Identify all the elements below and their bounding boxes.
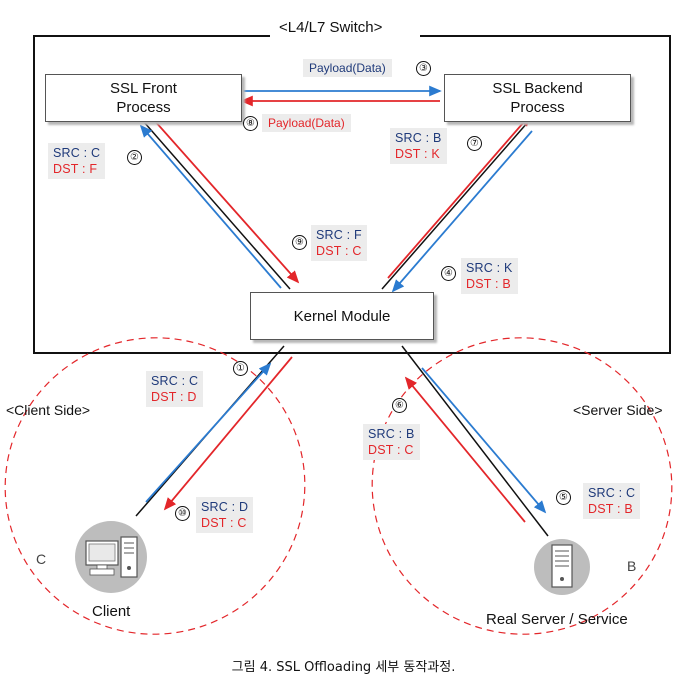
arrow-step7: [387, 113, 532, 279]
step-5-marker: ⑤: [556, 490, 571, 505]
tag-step7: SRC : B DST : K: [390, 128, 447, 164]
step-4-marker: ④: [441, 266, 456, 281]
tag-step1: SRC : C DST : D: [146, 371, 204, 407]
payload-blue-label: Payload(Data): [303, 59, 392, 77]
client-computer-icon: [75, 521, 147, 593]
front-process-line1: SSL Front: [110, 80, 177, 97]
tag-step7-dst: DST : K: [395, 147, 440, 161]
server-label: Real Server / Service: [486, 611, 628, 628]
tag-step9-src: SRC : F: [316, 228, 362, 242]
tag-step4-dst: DST : B: [466, 277, 511, 291]
client-letter: C: [36, 551, 47, 567]
step-10-marker: ⑩: [175, 506, 190, 521]
backend-process-line1: SSL Backend: [492, 80, 583, 97]
step-9-marker: ⑨: [292, 235, 307, 250]
step-3-marker: ③: [416, 61, 431, 76]
link-kernel-backend: [381, 121, 529, 290]
tag-step9-dst: DST : C: [316, 244, 362, 258]
tag-step1-src: SRC : C: [151, 374, 199, 388]
arrow-step9: [153, 119, 300, 284]
server-side-ellipse: [371, 337, 673, 635]
tag-step5: SRC : C DST : B: [583, 483, 641, 519]
kernel-module-label: Kernel Module: [293, 307, 391, 325]
kernel-module-box: Kernel Module: [250, 292, 434, 340]
tag-step2-dst: DST : F: [53, 162, 98, 176]
tag-step6: SRC : B DST : C: [363, 424, 420, 460]
front-process-line2: Process: [116, 99, 171, 116]
client-label: Client: [92, 603, 131, 620]
server-letter: B: [627, 558, 637, 574]
tag-step2: SRC : C DST : F: [48, 143, 106, 179]
arrow-step1: [145, 362, 272, 503]
step-1-marker: ①: [233, 361, 248, 376]
tag-step5-dst: DST : B: [588, 502, 633, 516]
arrow-step6: [404, 376, 526, 523]
switch-title: <L4/L7 Switch>: [279, 19, 383, 36]
link-front-kernel: [143, 121, 291, 290]
step-6-marker: ⑥: [392, 398, 407, 413]
arrow-step2: [139, 124, 282, 289]
tag-step6-src: SRC : B: [368, 427, 415, 441]
tag-step7-src: SRC : B: [395, 131, 442, 145]
tag-step4-src: SRC : K: [466, 261, 513, 275]
arrow-step5: [421, 367, 547, 514]
tag-step4: SRC : K DST : B: [461, 258, 518, 294]
tag-step1-dst: DST : D: [151, 390, 197, 404]
server-side-label: <Server Side>: [573, 402, 663, 418]
client-side-label: <Client Side>: [6, 402, 91, 418]
tag-step10-dst: DST : C: [201, 516, 247, 530]
backend-process-line2: Process: [510, 99, 565, 116]
tag-step2-src: SRC : C: [53, 146, 101, 160]
arrow-step4: [391, 130, 533, 293]
payload-red-label: Payload(Data): [262, 114, 351, 132]
step-7-marker: ⑦: [467, 136, 482, 151]
tag-step6-dst: DST : C: [368, 443, 414, 457]
tag-step10-src: SRC : D: [201, 500, 249, 514]
link-kernel-server: [401, 345, 549, 537]
step-2-marker: ②: [127, 150, 142, 165]
client-side-ellipse: [4, 337, 306, 635]
arrow-step10: [163, 356, 293, 511]
tag-step10: SRC : D DST : C: [196, 497, 254, 533]
tag-step9: SRC : F DST : C: [311, 225, 367, 261]
step-8-marker: ⑧: [243, 116, 258, 131]
figure-caption: 그림 4. SSL Offloading 세부 동작과정.: [231, 660, 456, 675]
tag-step5-src: SRC : C: [588, 486, 636, 500]
server-icon: [534, 539, 590, 595]
